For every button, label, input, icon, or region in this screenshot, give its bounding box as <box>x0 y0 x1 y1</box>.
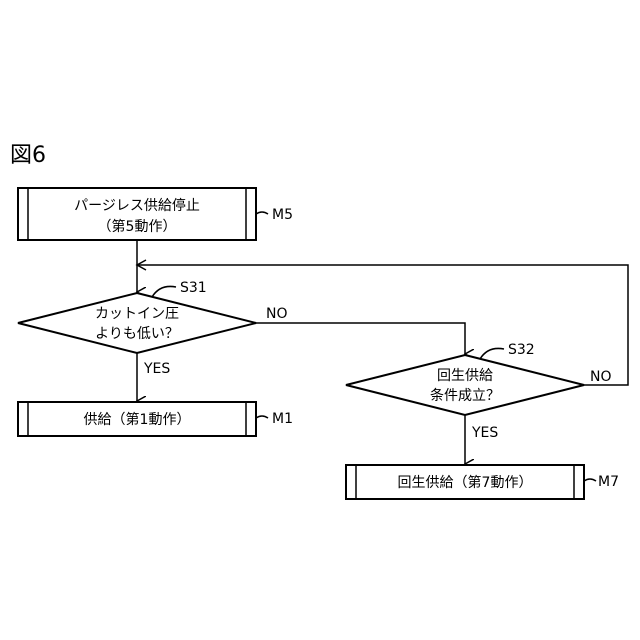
process-m5-line1: パージレス供給停止 <box>74 197 200 214</box>
process-m5: パージレス供給停止 （第5動作） <box>18 188 256 240</box>
tag-s31: S31 <box>180 280 207 296</box>
decision-s31: カットイン圧 よりも低い？ <box>18 293 256 353</box>
process-m7: 回生供給（第7動作） <box>346 465 584 499</box>
label-s32-yes: YES <box>471 425 498 441</box>
tag-m5-leader <box>256 212 268 214</box>
decision-s31-line1: カットイン圧 <box>95 306 179 322</box>
label-s31-no: NO <box>266 306 288 322</box>
decision-s31-line2: よりも低い？ <box>95 326 179 342</box>
tag-s31-leader <box>152 286 176 297</box>
tag-s32-leader <box>480 348 504 359</box>
label-s31-yes: YES <box>143 361 170 377</box>
process-m1: 供給（第1動作） <box>18 402 256 436</box>
label-s32-no: NO <box>590 369 612 385</box>
process-m1-text: 供給（第1動作） <box>84 411 191 428</box>
decision-s32-line2: 条件成立？ <box>430 387 500 404</box>
tag-m7: M7 <box>598 474 619 490</box>
edge-s31-no <box>256 323 465 354</box>
tag-s32: S32 <box>508 342 535 358</box>
decision-s32-line1: 回生供給 <box>437 368 493 384</box>
tag-m5: M5 <box>272 207 293 223</box>
tag-m7-leader <box>584 479 596 481</box>
tag-m1: M1 <box>272 411 293 427</box>
tag-m1-leader <box>256 416 268 418</box>
decision-s32: 回生供給 条件成立？ <box>346 355 584 415</box>
figure-label: 図6 <box>10 143 46 168</box>
process-m5-line2: （第5動作） <box>98 218 177 235</box>
process-m7-text: 回生供給（第7動作） <box>398 474 533 491</box>
